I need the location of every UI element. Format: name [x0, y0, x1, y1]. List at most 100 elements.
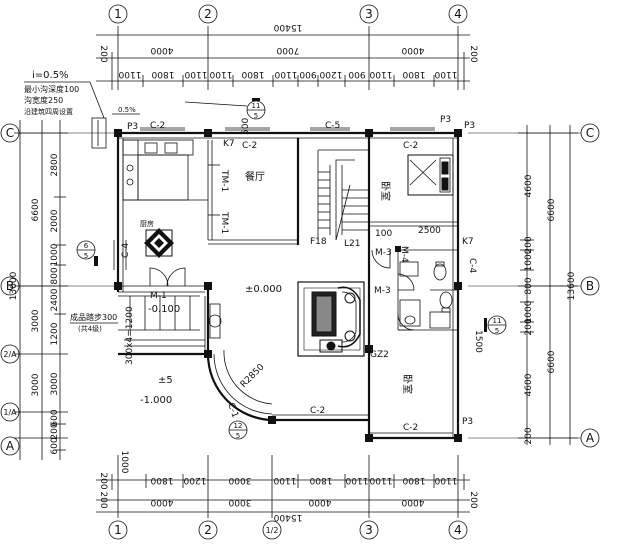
elevation-label: -1.000: [140, 395, 172, 406]
axis-bubble-top: 2: [204, 7, 212, 21]
window-label: C-2: [150, 121, 165, 131]
door-label: TM-1: [219, 169, 229, 192]
drainage-notes: i=0.5% 最小沟深度100 沟宽度250 沿建筑四周设置 0.5%: [24, 70, 140, 149]
bottom-bay-dim: 4000: [150, 497, 173, 507]
top-total-dim: 15400: [273, 22, 302, 32]
window-label: C-4: [467, 258, 477, 274]
right-detail-dim: 4600: [524, 174, 534, 197]
component-labels: C-2 C-2 C-5 C-2 C-2 C-2 C-4 C-4 C-1 TM-1…: [70, 115, 483, 433]
gutter-route-note: 沿建筑四周设置: [24, 107, 73, 116]
bottom-bay-dim: 4000: [308, 497, 331, 507]
slope-small-note: 0.5%: [118, 106, 136, 114]
bottom-detail-dim: 1100: [345, 475, 368, 485]
detail-callout-top: 11 5: [184, 98, 266, 120]
svg-text:5: 5: [84, 252, 88, 260]
room-dining: 餐厅: [245, 170, 265, 183]
kitchen-fixtures: [122, 139, 208, 201]
window-label: C-2: [310, 406, 325, 416]
right-detail-dim: 1000: [524, 248, 534, 271]
bed-icon: [407, 154, 454, 196]
door-label: M-3: [374, 286, 391, 296]
bottom-detail-dim: 1100: [434, 475, 457, 485]
right-detail-dim: 200: [524, 427, 534, 444]
top-detail-dim: 1100: [369, 69, 392, 79]
column-label: GZ2: [370, 350, 389, 360]
right-bay-dim: 6600: [547, 350, 557, 373]
sofa-set-icon: [297, 281, 365, 357]
window-label: C-2: [403, 423, 418, 433]
dim-label: 2500: [418, 226, 441, 236]
axis-bubble-right: B: [586, 279, 594, 293]
bathroom-fixtures: [399, 261, 453, 329]
dim-label: 300x4=1200: [125, 306, 135, 365]
axis-bubble-bottom: 4: [454, 523, 462, 537]
stair-steps-note: (共4级): [78, 324, 102, 333]
stair-label: L21: [344, 239, 360, 249]
top-detail-dim: 1200: [319, 69, 342, 79]
slope-note: i=0.5%: [32, 70, 69, 81]
detail-callout-right: 11 5: [484, 315, 507, 335]
left-detail-dim: 1200: [50, 322, 60, 345]
top-bay-dim: 4000: [401, 45, 424, 55]
stair-note: 成品踏步300: [70, 312, 117, 322]
top-detail-dim: 1800: [241, 69, 264, 79]
top-bay-dim: 7000: [276, 45, 299, 55]
top-bay-dim: 4000: [150, 45, 173, 55]
left-bay-dim: 3000: [31, 373, 41, 396]
left-detail-dim: 800: [50, 267, 60, 284]
right-dimension-chain: 4600 200 1000 800 1000 200 4600 200 6600…: [518, 125, 578, 445]
left-detail-dim: 600: [50, 437, 60, 454]
stair-label: F18: [310, 237, 327, 247]
right-detail-dim: 200: [524, 318, 534, 335]
bottom-detail-dim: 1800: [402, 475, 425, 485]
bottom-stub-dim: 1000: [119, 451, 129, 474]
right-detail-dim: 1000: [524, 300, 534, 323]
door-label: M-1: [150, 291, 167, 301]
gutter-min-note: 最小沟深度100: [24, 84, 79, 94]
pipe-label: P3: [127, 122, 138, 132]
detail-callout-bottom: 12 5: [228, 420, 248, 440]
left-total-dim: 13600: [9, 271, 19, 300]
columns: [114, 129, 462, 442]
top-detail-dim: 1800: [151, 69, 174, 79]
dim-label: 500: [241, 118, 251, 135]
axis-bubble-bottom: 1: [114, 523, 122, 537]
bottom-detail-dim: 1800: [150, 475, 173, 485]
doors: [149, 164, 415, 331]
axis-bubble-top: 3: [365, 7, 373, 21]
top-detail-dim: 1100: [274, 69, 297, 79]
room-kitchen: 厨房: [140, 219, 154, 228]
axis-bubble-bottom: 2: [204, 523, 212, 537]
room-bedroom-top: 卧室: [379, 181, 392, 201]
axis-bubble-right: C: [586, 126, 594, 140]
room-bedroom-bottom: 卧室: [401, 374, 414, 394]
detail-callout-left: 6 5: [76, 240, 98, 266]
window-label: C-2: [403, 141, 418, 151]
dim-label: 1500: [473, 330, 483, 353]
axis-bubble-right: A: [586, 431, 595, 445]
bottom-bay-dim: 200: [468, 491, 478, 508]
left-detail-dim: 600: [50, 409, 60, 426]
bottom-dimension-chain: 1000 200 1800 1200 3000 1100 1800 1100 1…: [96, 451, 478, 522]
window-label: C-1: [225, 402, 240, 420]
bottom-detail-dim: 1100: [369, 475, 392, 485]
staircase: [318, 159, 369, 241]
axis-bubble-bottom: 3: [365, 523, 373, 537]
axis-bubble-left: 2/A: [3, 350, 17, 359]
bottom-detail-dim: 1800: [309, 475, 332, 485]
bottom-detail-dim: 200: [98, 472, 108, 489]
svg-text:6: 6: [84, 242, 89, 250]
left-bay-dim: 3000: [31, 309, 41, 332]
window-label: C-5: [325, 121, 340, 131]
left-detail-dim: 3000: [50, 372, 60, 395]
left-bay-dim: 6600: [31, 198, 41, 221]
svg-text:11: 11: [493, 317, 502, 325]
bottom-detail-dim: 1200: [183, 475, 206, 485]
svg-text:5: 5: [254, 112, 258, 120]
svg-text:12: 12: [234, 422, 243, 430]
bottom-bay-dim: 3000: [228, 497, 251, 507]
elevation-label: ±0.000: [245, 284, 282, 295]
door-label: TM-1: [219, 211, 229, 234]
axis-bubble-top: 4: [454, 7, 462, 21]
